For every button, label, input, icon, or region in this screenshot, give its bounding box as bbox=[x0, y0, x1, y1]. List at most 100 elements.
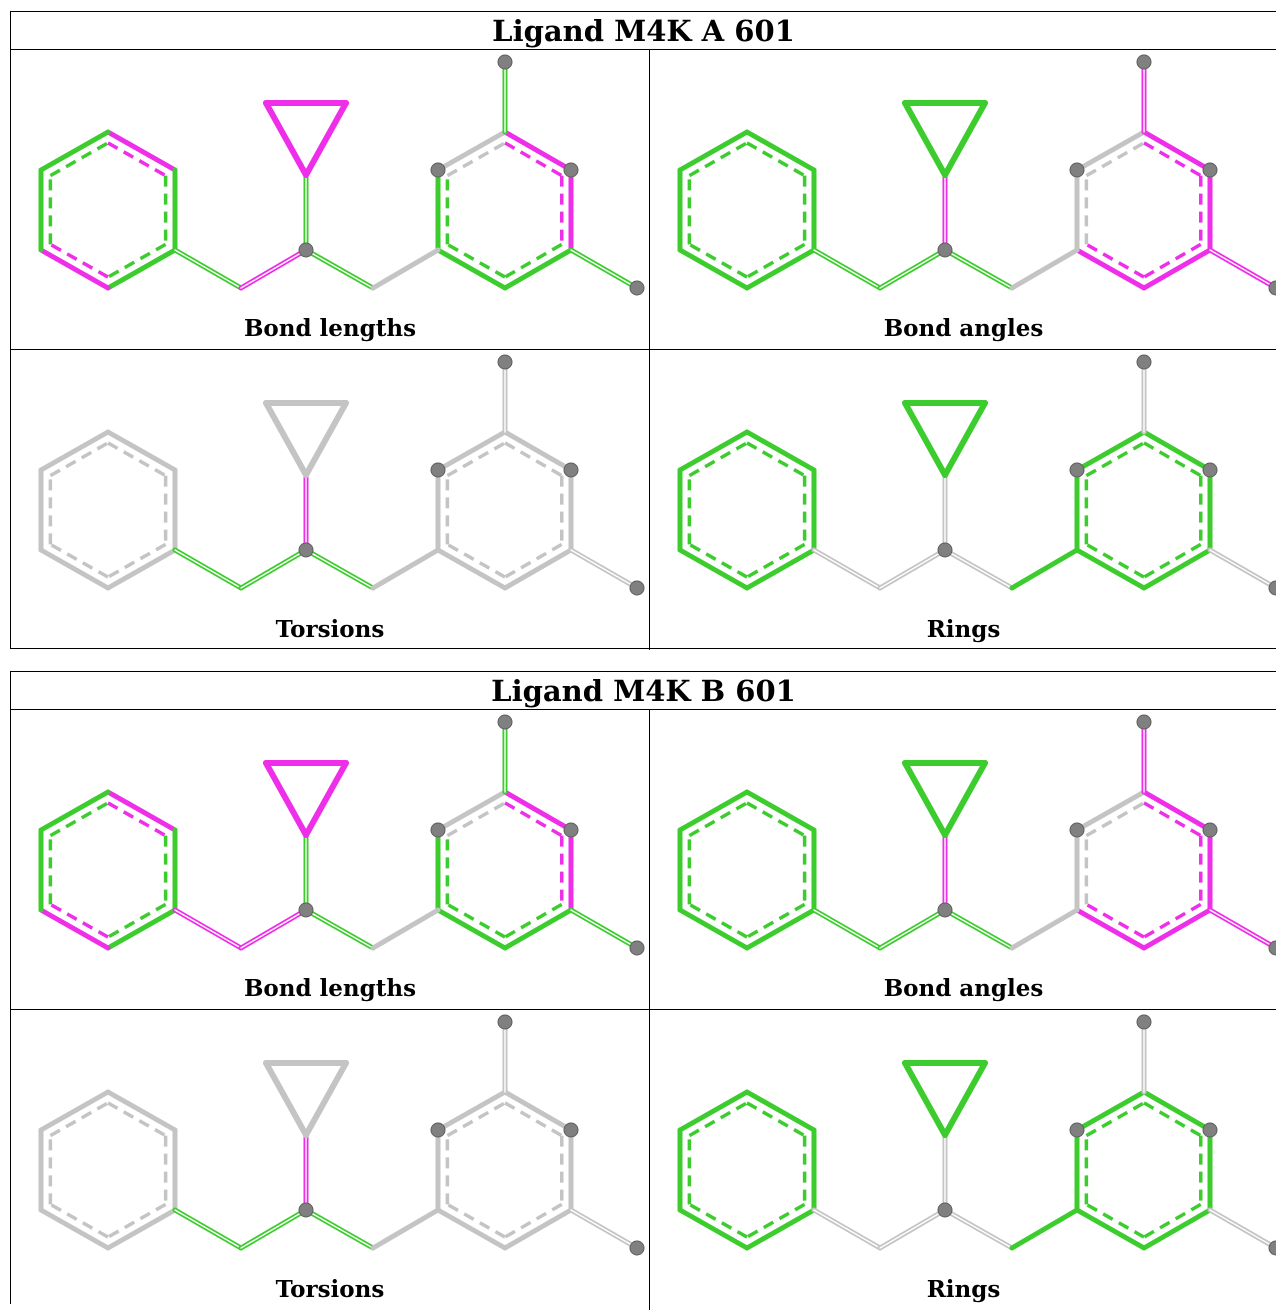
left-ring-bond bbox=[677, 547, 750, 591]
left-ring-bond bbox=[38, 429, 111, 473]
linker-bond-inner bbox=[813, 909, 881, 949]
right-ring-bond-aromatic bbox=[1143, 1101, 1202, 1138]
molecule-diagram bbox=[38, 1014, 645, 1256]
atom-sphere bbox=[497, 354, 513, 370]
right-ring-bond bbox=[1074, 1207, 1147, 1251]
atom-sphere bbox=[1069, 822, 1085, 838]
atom-sphere bbox=[1136, 714, 1152, 730]
left-ring-bond-aromatic bbox=[107, 242, 167, 279]
left-ring-bond-aromatic bbox=[746, 801, 806, 838]
right-ring-bond-aromatic bbox=[1143, 801, 1202, 838]
panel-caption: Torsions bbox=[275, 616, 385, 643]
atom-sphere bbox=[1069, 162, 1085, 178]
right-ring-bond bbox=[1074, 429, 1147, 473]
right-ring-bond bbox=[1074, 907, 1147, 951]
molecule-diagram bbox=[677, 54, 1276, 296]
left-ring-bond-aromatic bbox=[688, 141, 748, 178]
left-ring-bond bbox=[38, 907, 111, 951]
right-ring-bond bbox=[502, 907, 574, 951]
cyclopropyl-bond bbox=[902, 760, 948, 838]
substituent-bond-inner bbox=[570, 549, 638, 589]
cyclopropyl-bond bbox=[942, 100, 988, 178]
right-ring-bond-aromatic bbox=[504, 1101, 563, 1138]
left-ring-bond-aromatic bbox=[688, 1202, 748, 1239]
atom-sphere bbox=[430, 162, 446, 178]
right-ring-bond bbox=[1074, 1089, 1147, 1133]
linker-bond-inner bbox=[174, 549, 242, 589]
cyclopropyl-bond bbox=[303, 760, 349, 838]
cyclopropyl-bond bbox=[303, 400, 349, 478]
left-ring-bond-aromatic bbox=[107, 141, 167, 178]
linker-bond bbox=[1009, 547, 1080, 591]
right-ring-bond bbox=[435, 429, 508, 473]
left-ring-bond-aromatic bbox=[49, 441, 109, 478]
left-ring-bond bbox=[744, 1207, 817, 1251]
right-ring-bond-aromatic bbox=[1085, 141, 1145, 178]
right-ring-bond bbox=[435, 547, 508, 591]
atom-sphere bbox=[563, 822, 579, 838]
left-ring-bond-aromatic bbox=[107, 801, 167, 838]
left-ring-bond-aromatic bbox=[746, 242, 806, 279]
linker-bond bbox=[370, 547, 441, 591]
left-ring-bond bbox=[677, 247, 750, 291]
cyclopropyl-bond bbox=[263, 400, 309, 478]
right-ring-bond bbox=[1074, 789, 1147, 833]
atom-sphere bbox=[629, 940, 645, 956]
linker-bond-inner bbox=[305, 1209, 374, 1249]
right-ring-bond-aromatic bbox=[446, 1101, 506, 1138]
left-ring-bond bbox=[105, 129, 178, 173]
left-ring-bond bbox=[744, 247, 817, 291]
left-ring-bond-aromatic bbox=[107, 1101, 167, 1138]
left-ring-bond bbox=[677, 429, 750, 473]
right-ring-bond bbox=[1074, 247, 1147, 291]
left-ring-bond bbox=[38, 1207, 111, 1251]
linker-bond-inner bbox=[813, 249, 881, 289]
linker-bond-inner bbox=[944, 549, 1013, 589]
linker-bond-inner bbox=[305, 549, 374, 589]
right-ring-bond-aromatic bbox=[1085, 441, 1145, 478]
left-ring-bond bbox=[744, 1089, 817, 1133]
panel-bond-lengths: Bond lengths bbox=[11, 710, 649, 1010]
right-ring-bond-aromatic bbox=[504, 242, 563, 279]
linker-bond bbox=[1009, 247, 1080, 291]
left-ring-bond-aromatic bbox=[746, 441, 806, 478]
left-ring-bond-aromatic bbox=[688, 242, 748, 279]
right-ring-bond-aromatic bbox=[1085, 1202, 1145, 1239]
right-ring-bond bbox=[1074, 547, 1147, 591]
right-ring-bond bbox=[1141, 789, 1213, 833]
left-ring-bond-aromatic bbox=[688, 542, 748, 579]
right-ring-bond-aromatic bbox=[446, 242, 506, 279]
linker-bond bbox=[1009, 1207, 1080, 1251]
panel-caption: Rings bbox=[926, 1276, 1001, 1303]
substituent-bond-inner bbox=[1209, 549, 1276, 589]
left-ring-bond-aromatic bbox=[746, 1101, 806, 1138]
right-ring-bond bbox=[1141, 429, 1213, 473]
linker-bond-inner bbox=[813, 1209, 881, 1249]
linker-bond-inner bbox=[240, 1209, 307, 1249]
panel-bond-lengths: Bond lengths bbox=[11, 50, 649, 350]
right-ring-bond-aromatic bbox=[504, 1202, 563, 1239]
right-ring-bond bbox=[502, 129, 574, 173]
atom-sphere bbox=[937, 242, 953, 258]
left-ring-bond-aromatic bbox=[49, 1101, 109, 1138]
right-ring-bond bbox=[435, 1089, 508, 1133]
linker-bond-inner bbox=[174, 1209, 242, 1249]
panel-caption: Rings bbox=[926, 616, 1001, 643]
substituent-bond-inner bbox=[570, 249, 638, 289]
linker-bond bbox=[1009, 907, 1080, 951]
right-ring-bond bbox=[502, 247, 574, 291]
atom-sphere bbox=[298, 1202, 314, 1218]
left-ring-bond bbox=[744, 547, 817, 591]
right-ring-bond bbox=[435, 907, 508, 951]
ligand-block-a: Ligand M4K A 601 Bond lengths Bond angle… bbox=[10, 11, 1276, 650]
linker-bond bbox=[370, 907, 441, 951]
left-ring-bond bbox=[677, 789, 750, 833]
right-ring-bond bbox=[1141, 907, 1213, 951]
cyclopropyl-bond bbox=[902, 100, 948, 178]
right-ring-bond bbox=[502, 429, 574, 473]
right-ring-bond bbox=[1141, 1207, 1213, 1251]
substituent-bond-inner bbox=[570, 1209, 638, 1249]
atom-sphere bbox=[1202, 162, 1218, 178]
right-ring-bond-aromatic bbox=[504, 801, 563, 838]
right-ring-bond-aromatic bbox=[504, 141, 563, 178]
